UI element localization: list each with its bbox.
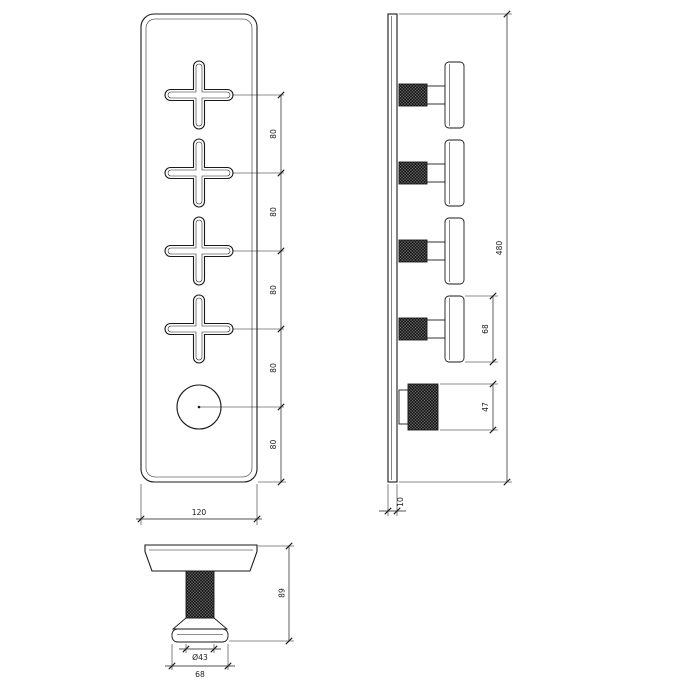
dim-label-plate-width: 120 — [192, 508, 207, 517]
faceplate-side-outline — [387, 13, 398, 483]
cross-handle-bottom — [171, 570, 229, 643]
dim-label-spacing-5: 80 — [269, 440, 278, 450]
dim-stem-diameter: Ø43 — [179, 644, 221, 662]
dim-depth-extensions — [229, 545, 294, 642]
dim-label-handle-width: 68 — [195, 670, 205, 679]
dim-handle-span: 68 — [465, 292, 498, 366]
cross-handle-3-side — [398, 217, 465, 285]
dim-plate-width: 120 — [136, 484, 262, 525]
knob-knurled-body-side — [407, 383, 439, 431]
dim-handle-spacing-leaders — [199, 94, 286, 483]
dim-label-plate-thickness: 10 — [396, 497, 405, 507]
dim-handle-spacing: 80 80 80 80 80 — [199, 91, 286, 486]
dim-total-height: 480 — [399, 10, 512, 486]
front-view: 80 80 80 80 80 120 — [136, 13, 286, 525]
dim-label-total-height: 480 — [495, 241, 504, 256]
dim-depth: 89 — [229, 542, 294, 645]
dim-label-stem-diameter: Ø43 — [192, 653, 208, 662]
dim-label-knob-height: 47 — [481, 402, 490, 412]
knob-neck-side — [398, 389, 409, 425]
faceplate-bottom-section — [144, 544, 258, 572]
dim-handle-width: 68 — [165, 644, 235, 679]
dim-label-depth: 89 — [278, 588, 287, 598]
dim-stem-diameter-extensions — [185, 644, 215, 653]
cross-handle-2-side — [398, 139, 465, 207]
control-knob-side — [398, 383, 439, 431]
dim-label-spacing-2: 80 — [269, 207, 278, 217]
handle-end-cap-bottom — [171, 628, 229, 643]
dim-label-spacing-1: 80 — [269, 129, 278, 139]
dim-knob-height-extensions — [440, 383, 498, 431]
handle-knurled-stem-bottom — [185, 570, 215, 619]
dim-label-handle-span: 68 — [481, 324, 490, 334]
handle-flare-bottom — [171, 617, 229, 630]
dim-plate-width-extensions — [140, 484, 258, 525]
cross-handle-4-side — [398, 295, 465, 363]
dim-label-spacing-4: 80 — [269, 363, 278, 373]
dim-total-height-extensions — [399, 13, 512, 483]
faceplate-front-inner-outline — [145, 18, 253, 478]
dim-label-spacing-3: 80 — [269, 285, 278, 295]
cross-handle-1-side — [398, 61, 465, 129]
dim-knob-height: 47 — [440, 380, 498, 434]
side-view: 480 68 47 — [379, 10, 512, 516]
dim-plate-thickness: 10 — [379, 484, 406, 516]
bottom-view: 89 Ø43 68 — [144, 542, 294, 679]
